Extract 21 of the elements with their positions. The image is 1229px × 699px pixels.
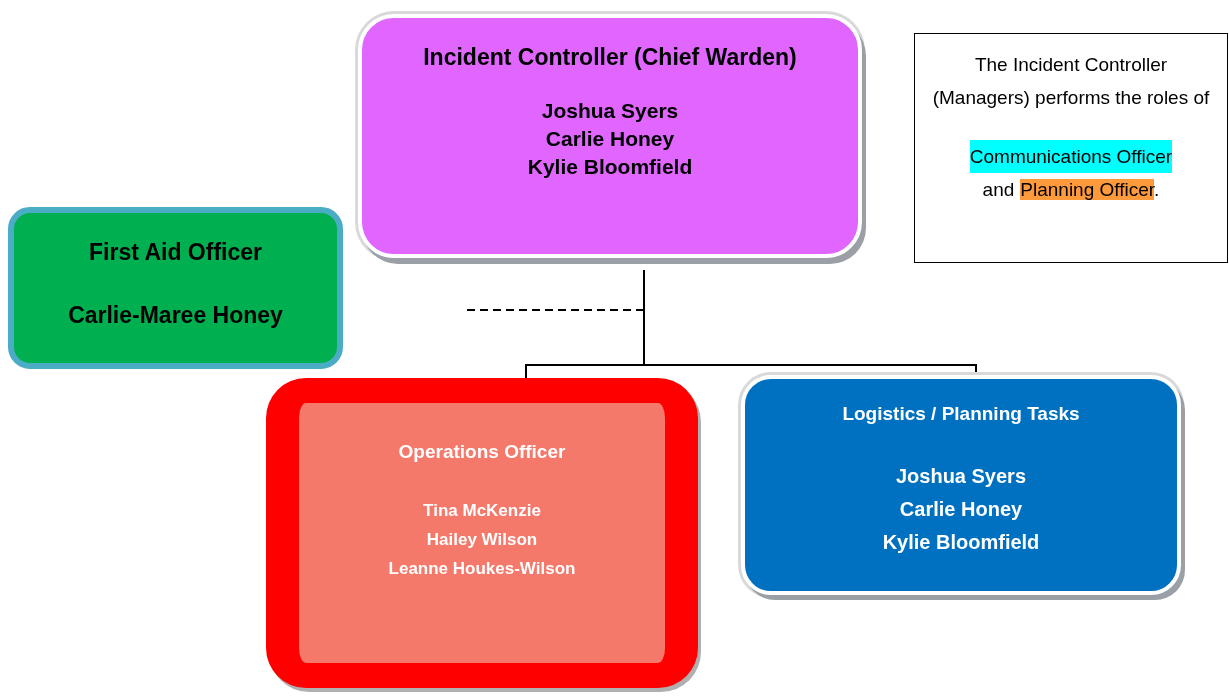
person-name: Kylie Bloomfield [527,155,693,179]
person-name: Carlie Honey [545,127,675,151]
box-heading: Logistics / Planning Tasks [842,403,1080,425]
note-text: The Incident Controller (Managers) performs the roles of [931,53,1211,110]
note-text: and [982,179,1015,200]
person-name: Hailey Wilson [426,530,538,550]
person-name: Carlie-Maree Honey [68,302,283,329]
person-name: Joshua Syers [895,465,1027,488]
person-name: Carlie Honey [899,498,1023,521]
person-name: Kylie Bloomfield [882,531,1040,554]
connector-line [464,309,645,311]
person-name: Leanne Houkes-Wilson [388,559,576,579]
highlighted-text: Communications Officer [969,140,1173,173]
person-name: Joshua Syers [541,99,679,123]
box-heading: Operations Officer [398,441,566,463]
person-name: Tina McKenzie [423,501,541,521]
note-text: . [1154,179,1160,200]
note-box [914,33,1228,263]
role-box [8,207,343,369]
box-heading: First Aid Officer [89,239,262,266]
box-heading: Incident Controller (Chief Warden) [423,44,797,71]
